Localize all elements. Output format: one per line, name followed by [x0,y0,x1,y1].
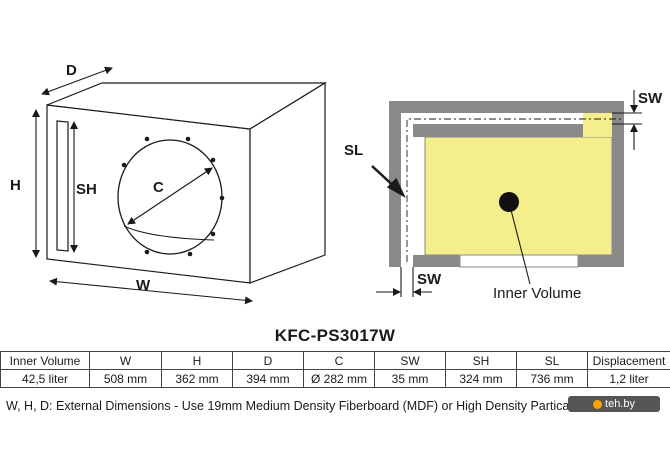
label-sl: SL [344,142,363,159]
label-sw-top: SW [638,90,663,107]
enclosure-diagram: D H SH C W SL SW SW Inner Volume [10,62,663,305]
box-side-face [249,81,326,284]
spec-table: Inner Volume W H D C SW SH SL Displaceme… [0,351,670,388]
value-cell: Ø 282 mm [303,369,375,388]
spec-header-row: Inner Volume W H D C SW SH SL Displaceme… [0,351,670,370]
inner-volume-leader [509,205,531,285]
header-cell: H [161,351,233,370]
label-inner-volume: Inner Volume [493,285,581,302]
label-sw-bottom: SW [417,271,442,288]
header-cell: SH [445,351,517,370]
value-cell: 324 mm [445,369,517,388]
watermark-logo-icon [593,399,603,409]
spec-value-row: 42,5 liter 508 mm 362 mm 394 mm Ø 282 mm… [0,369,670,388]
header-cell: Displacement [587,351,670,370]
value-cell: 1,2 liter [587,369,670,388]
watermark-text: teh.by [605,398,635,410]
header-cell: Inner Volume [0,351,90,370]
value-cell: 362 mm [161,369,233,388]
header-cell: W [89,351,162,370]
inner-volume-fill [424,136,613,256]
value-cell: 35 mm [374,369,446,388]
woofer-dot [499,192,519,212]
value-cell: 42,5 liter [0,369,90,388]
c-dimension-line [127,167,213,225]
header-cell: C [303,351,375,370]
d-dimension-line [41,66,113,96]
header-cell: SL [516,351,588,370]
slot-length-path [406,118,624,262]
header-cell: SW [374,351,446,370]
watermark: teh.by [568,396,660,412]
footnote: W, H, D: External Dimensions - Use 19mm … [6,399,605,413]
label-d: D [66,62,77,79]
cross-section [389,101,624,268]
header-cell: D [232,351,304,370]
label-h: H [10,177,21,194]
model-title: KFC-PS3017W [274,326,396,345]
value-cell: 736 mm [516,369,588,388]
value-cell: 508 mm [89,369,162,388]
port-divider [413,124,583,137]
slot-port [56,120,69,252]
port-fill [583,113,612,137]
label-c: C [153,179,164,196]
value-cell: 394 mm [232,369,304,388]
port-opening [459,254,579,268]
label-sh: SH [76,181,97,198]
w-dimension-line [49,277,253,305]
sl-pointer-arrow [371,165,406,199]
label-w: W [136,277,151,294]
mounting-holes [121,136,225,257]
